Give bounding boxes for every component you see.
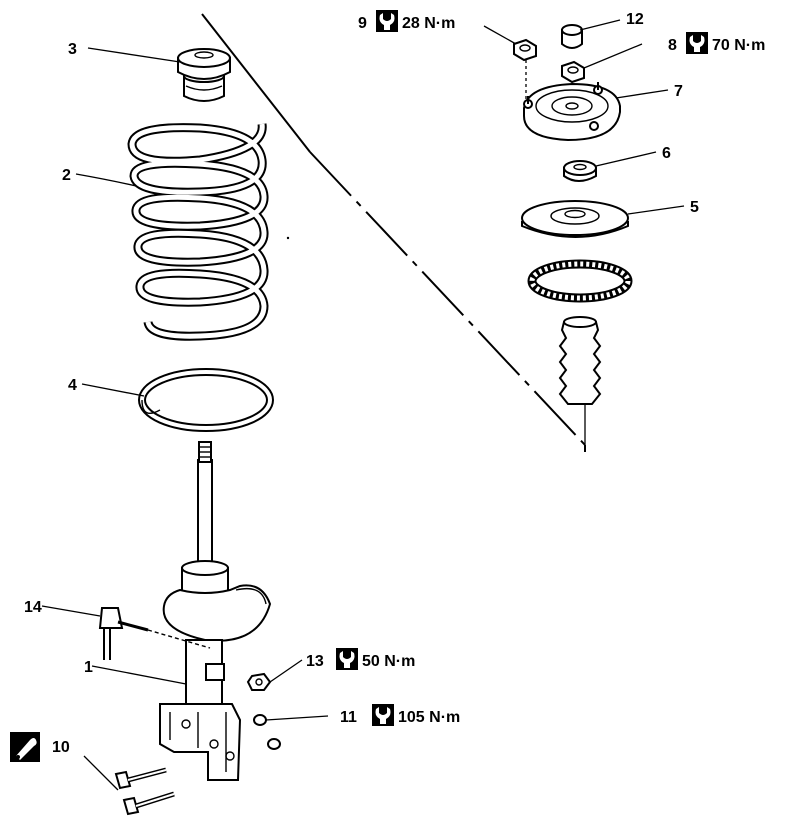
callout-labels: 3 2 4 1 14 10 13 11 9 12 8 7 6 5 (24, 11, 699, 756)
callout-6: 6 (662, 145, 671, 162)
part-5-upper-spring-seat (521, 200, 633, 303)
leader-lines (41, 19, 685, 791)
callout-7: 7 (674, 83, 683, 100)
callout-12: 12 (626, 11, 644, 28)
torque-spec-part8: 70 N·m (686, 32, 765, 54)
dust-boot (558, 316, 602, 450)
callout-14: 14 (24, 599, 42, 616)
torque-spec-part13: 50 N·m (336, 648, 415, 670)
callout-10: 10 (52, 739, 70, 756)
torque-value-part8: 70 N·m (712, 37, 765, 54)
torque-wrench-icon (376, 10, 398, 32)
torque-wrench-icon (336, 648, 358, 670)
callout-4: 4 (68, 377, 77, 394)
callout-8: 8 (668, 37, 677, 54)
torque-value-part13: 50 N·m (362, 653, 415, 670)
callout-2: 2 (62, 167, 71, 184)
torque-value-part11: 105 N·m (398, 709, 460, 726)
torque-spec-part11: 105 N·m (372, 704, 460, 726)
part-12-dust-cap (561, 24, 583, 49)
torque-spec-part9: 28 N·m (376, 10, 455, 32)
part-1-strut-assembly (159, 441, 272, 781)
replace-part-icon (10, 732, 40, 762)
callout-5: 5 (690, 199, 699, 216)
part-3-bump-stop (177, 48, 231, 102)
part-13-nut (246, 672, 272, 691)
torque-value-part9: 28 N·m (402, 15, 455, 32)
part-2-coil-spring (127, 123, 269, 341)
part-8-self-locking-nut (561, 60, 585, 84)
part-4-spring-insulator (138, 368, 274, 432)
part-10-bolts (114, 767, 175, 816)
part-7-strut-mount (523, 82, 621, 142)
torque-wrench-icon (686, 32, 708, 54)
torque-wrench-icon (372, 704, 394, 726)
stray-dot (286, 236, 290, 240)
callout-11: 11 (340, 709, 357, 726)
part-14-stabilizer-link (98, 607, 211, 660)
callout-3: 3 (68, 41, 77, 58)
callout-9: 9 (358, 15, 367, 32)
part-6-bearing-bushing (563, 160, 597, 182)
part-9-flange-nut (513, 38, 537, 100)
callout-1: 1 (84, 659, 93, 676)
callout-13: 13 (306, 653, 324, 670)
